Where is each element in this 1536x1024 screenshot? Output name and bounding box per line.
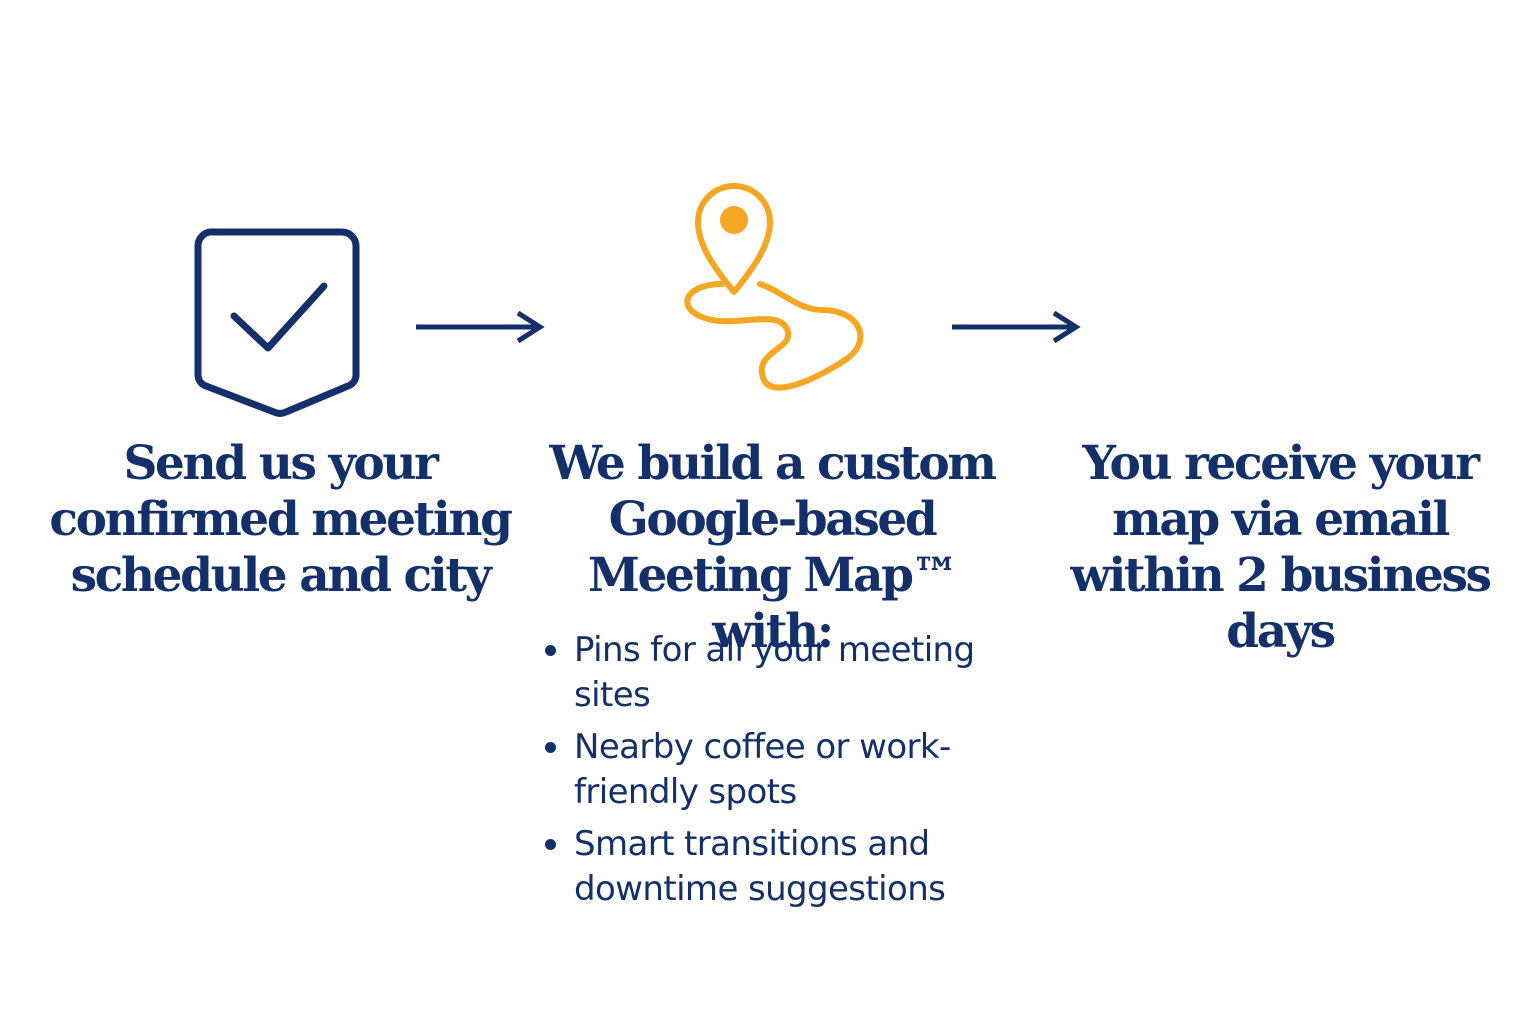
list-item: Pins for all your meeting sites	[542, 628, 1002, 718]
map-pin-route-icon	[684, 183, 864, 391]
bullet-icon	[545, 645, 556, 656]
bullet-icon	[545, 742, 556, 753]
shield-check-icon	[194, 228, 360, 417]
list-item: Smart transitions and downtime suggestio…	[542, 822, 1002, 912]
bullet-icon	[545, 839, 556, 850]
list-item: Nearby coffee or work-friendly spots	[542, 725, 1002, 815]
arrow-right-icon	[416, 310, 545, 344]
step-3-title: You receive your map via email within 2 …	[1070, 436, 1492, 659]
feature-list: Pins for all your meeting sites Nearby c…	[542, 628, 1002, 919]
step-2-title: We build a custom Google-based Meeting M…	[549, 436, 997, 659]
step-1-title: Send us your confirmed meeting schedule …	[49, 436, 513, 603]
arrow-right-icon	[952, 310, 1081, 344]
